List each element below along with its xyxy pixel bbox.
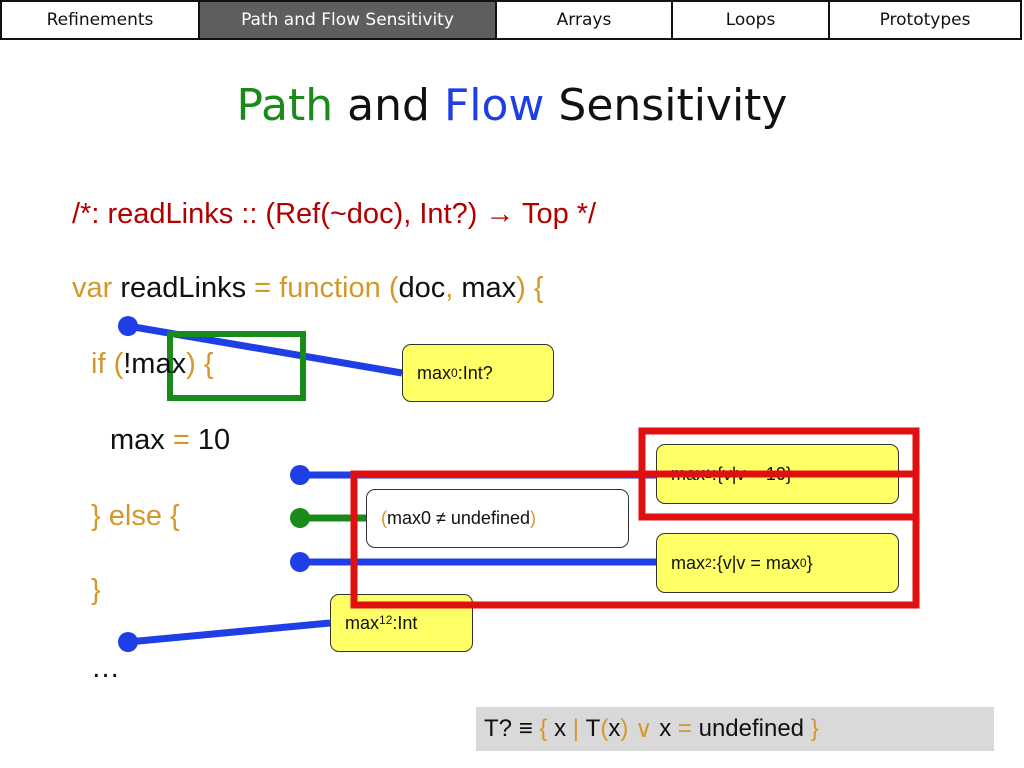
assign-rhs: 10 <box>197 424 231 456</box>
max0-rest: :Int? <box>457 362 493 383</box>
legend-x1: x <box>554 715 567 742</box>
not-max-highlight-box <box>167 331 306 401</box>
cond-lp: ( <box>381 508 387 528</box>
max2-rest2: } <box>806 552 813 573</box>
tab-loops[interactable]: Loops <box>671 0 830 40</box>
max1-dot <box>290 465 310 485</box>
code-line-assign: max = 10 <box>110 424 230 457</box>
cond-dot <box>290 508 310 528</box>
code-line-ellipsis: … <box>91 652 120 684</box>
max12-rest: :Int <box>392 613 418 633</box>
op-eq: = <box>254 272 272 304</box>
legend-x3: x <box>659 715 672 742</box>
title-flow: Flow <box>443 80 545 131</box>
legend-x2: x <box>608 715 621 742</box>
cond-rp: ) <box>529 508 536 528</box>
legend-t-optional: T? <box>484 715 513 742</box>
max12-connector <box>127 619 331 646</box>
fn-name: readLinks <box>120 272 247 304</box>
title-and: and <box>347 80 430 131</box>
code-line-else: } else { <box>91 500 180 532</box>
kw-var: var <box>72 272 113 304</box>
tab-path-and-flow-sensitivity[interactable]: Path and Flow Sensitivity <box>198 0 497 40</box>
max2-sub: 2 <box>705 556 712 570</box>
param-doc: doc <box>398 272 446 304</box>
slide-title: Path and Flow Sensitivity <box>0 80 1024 131</box>
if-paren-open: ( <box>113 348 124 380</box>
max2-dot <box>290 552 310 572</box>
code-line-if: if (!max) { <box>91 348 214 381</box>
param-max: max <box>461 272 517 304</box>
legend-lbrace: { <box>539 715 548 742</box>
if-brace-open: { <box>203 348 214 380</box>
legend-undefined: undefined <box>698 715 805 742</box>
legend-or: ∨ <box>634 715 653 743</box>
legend-lp: ( <box>600 715 609 742</box>
comma: , <box>445 272 454 304</box>
max0-sub: 0 <box>451 366 458 380</box>
title-sensitivity: Sensitivity <box>558 80 788 131</box>
max0-base: max <box>417 362 452 383</box>
brace-open: { <box>533 272 544 304</box>
legend-T: T <box>585 715 601 742</box>
max2-base: max <box>671 552 706 573</box>
assign-eq: = <box>172 424 190 456</box>
if-paren-close: ) <box>186 348 196 380</box>
type-annotation-comment: /*: readLinks :: (Ref(~doc), Int?) → Top… <box>72 198 597 230</box>
max12-sub: 12 <box>379 613 393 627</box>
tab-bar: Refinements Path and Flow Sensitivity Ar… <box>0 0 1024 40</box>
kw-if: if <box>91 348 106 380</box>
paren-open: ( <box>388 272 399 304</box>
if-condition: !max <box>123 348 187 380</box>
tab-arrays[interactable]: Arrays <box>495 0 673 40</box>
legend-bar: | <box>572 715 579 742</box>
assign-lhs: max <box>110 424 165 456</box>
cond-text: max0 ≠ undefined <box>387 508 530 528</box>
paren-close: ) <box>516 272 526 304</box>
legend-eq: = <box>677 715 692 742</box>
kw-function: function <box>279 272 381 304</box>
max2-rest: :{v|v = max <box>711 552 800 573</box>
legend-rp: ) <box>620 715 629 742</box>
max0-dot <box>118 316 138 336</box>
branch-join-highlight-box <box>350 470 920 609</box>
code-line-close: } <box>91 574 101 606</box>
optional-type-definition: T? ≡ { x | T(x) ∨ x = undefined } <box>476 707 994 751</box>
max2-sub2: 0 <box>799 556 807 570</box>
tab-prototypes[interactable]: Prototypes <box>828 0 1022 40</box>
legend-equiv: ≡ <box>518 715 533 742</box>
title-path: Path <box>236 80 334 131</box>
code-line-function-decl: var readLinks = function (doc, max) { <box>72 272 544 305</box>
max12-base: max <box>345 613 380 633</box>
max12-dot <box>118 632 138 652</box>
tab-refinements[interactable]: Refinements <box>0 0 200 40</box>
condition-bubble: (max0 ≠ undefined) <box>366 489 629 548</box>
legend-rbrace: } <box>810 715 819 742</box>
